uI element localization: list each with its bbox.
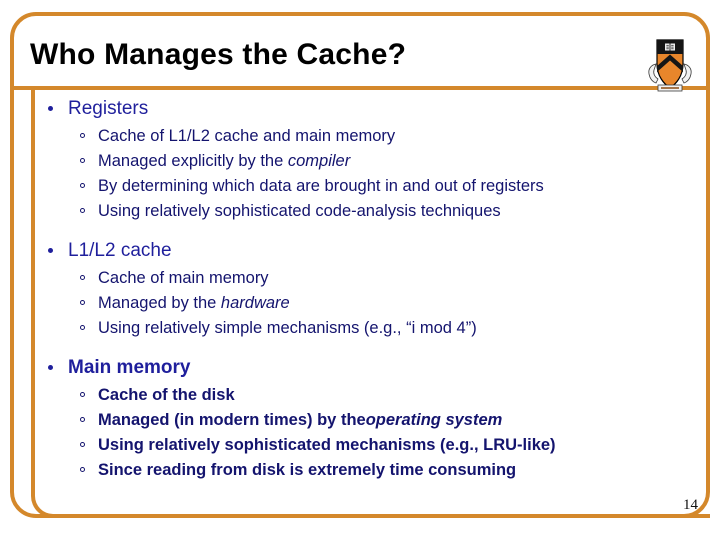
sub-bullet-item: Cache of L1/L2 cache and main memory (40, 124, 690, 149)
sub-bullet-item: Managed explicitly by the compiler (40, 149, 690, 174)
bullet-dot-icon (48, 106, 53, 111)
sub-bullet-text: Using relatively sophisticated code-anal… (98, 202, 501, 220)
sub-bullet-list: Cache of main memory Managed by the hard… (40, 266, 690, 341)
sub-bullet-circle-icon (80, 300, 85, 305)
sub-bullet-circle-icon (80, 442, 85, 447)
sub-bullet-emphasis: operating system (365, 411, 503, 429)
page-number: 14 (683, 497, 698, 513)
princeton-shield-logo (645, 34, 695, 96)
sub-bullet-item: Using relatively sophisticated mechanism… (40, 433, 690, 458)
sub-bullet-circle-icon (80, 208, 85, 213)
section-l1-l2-cache: L1/L2 cache Cache of main memory Managed… (40, 238, 690, 341)
sub-bullet-list: Cache of L1/L2 cache and main memory Man… (40, 124, 690, 224)
sub-bullet-emphasis: compiler (287, 152, 351, 170)
bullet-dot-icon (48, 248, 53, 253)
bullet-heading-label: Main memory (68, 357, 191, 378)
sub-bullet-circle-icon (80, 325, 85, 330)
sub-bullet-text: Using relatively simple mechanisms (e.g.… (98, 319, 477, 337)
sub-bullet-circle-icon (80, 392, 85, 397)
sub-bullet-item: By determining which data are brought in… (40, 174, 690, 199)
sub-bullet-item: Using relatively simple mechanisms (e.g.… (40, 316, 690, 341)
sub-bullet-item: Cache of the disk (40, 383, 690, 408)
title-divider-line (10, 86, 710, 90)
sub-bullet-text: Cache of the disk (98, 386, 235, 404)
slide-header: Who Manages the Cache? (0, 12, 720, 92)
page-title: Who Manages the Cache? (30, 38, 407, 71)
bullet-heading: L1/L2 cache (40, 238, 690, 264)
sub-bullet-item: Managed (in modern times) by theoperatin… (40, 408, 690, 433)
section-registers: Registers Cache of L1/L2 cache and main … (40, 96, 690, 224)
sub-bullet-text: By determining which data are brought in… (98, 177, 544, 195)
sub-bullet-emphasis: hardware (220, 294, 290, 312)
sub-bullet-item: Managed by the hardware (40, 291, 690, 316)
sub-bullet-circle-icon (80, 158, 85, 163)
sub-bullet-circle-icon (80, 133, 85, 138)
sub-bullet-item: Since reading from disk is extremely tim… (40, 458, 690, 483)
sub-bullet-circle-icon (80, 467, 85, 472)
sub-bullet-text: Managed explicitly by the (98, 152, 288, 170)
bullet-heading: Registers (40, 96, 690, 122)
sub-bullet-list: Cache of the disk Managed (in modern tim… (40, 383, 690, 483)
sub-bullet-item: Cache of main memory (40, 266, 690, 291)
sub-bullet-text: Cache of main memory (98, 269, 269, 287)
sub-bullet-text: Since reading from disk is extremely tim… (98, 461, 517, 479)
bullet-dot-icon (48, 365, 53, 370)
sub-bullet-text: Cache of L1/L2 cache and main memory (98, 127, 396, 145)
sub-bullet-circle-icon (80, 183, 85, 188)
bullet-heading-label: Registers (68, 98, 149, 119)
sub-bullet-item: Using relatively sophisticated code-anal… (40, 199, 690, 224)
sub-bullet-text: Managed (in modern times) by the (98, 411, 366, 429)
slide-content: Registers Cache of L1/L2 cache and main … (40, 96, 690, 483)
bullet-heading-label: L1/L2 cache (68, 240, 172, 261)
sub-bullet-text: Using relatively sophisticated mechanism… (98, 436, 556, 454)
sub-bullet-text: Managed by the (98, 294, 221, 312)
sub-bullet-circle-icon (80, 417, 85, 422)
sub-bullet-circle-icon (80, 275, 85, 280)
section-main-memory: Main memory Cache of the disk Managed (i… (40, 355, 690, 483)
bullet-heading: Main memory (40, 355, 690, 381)
